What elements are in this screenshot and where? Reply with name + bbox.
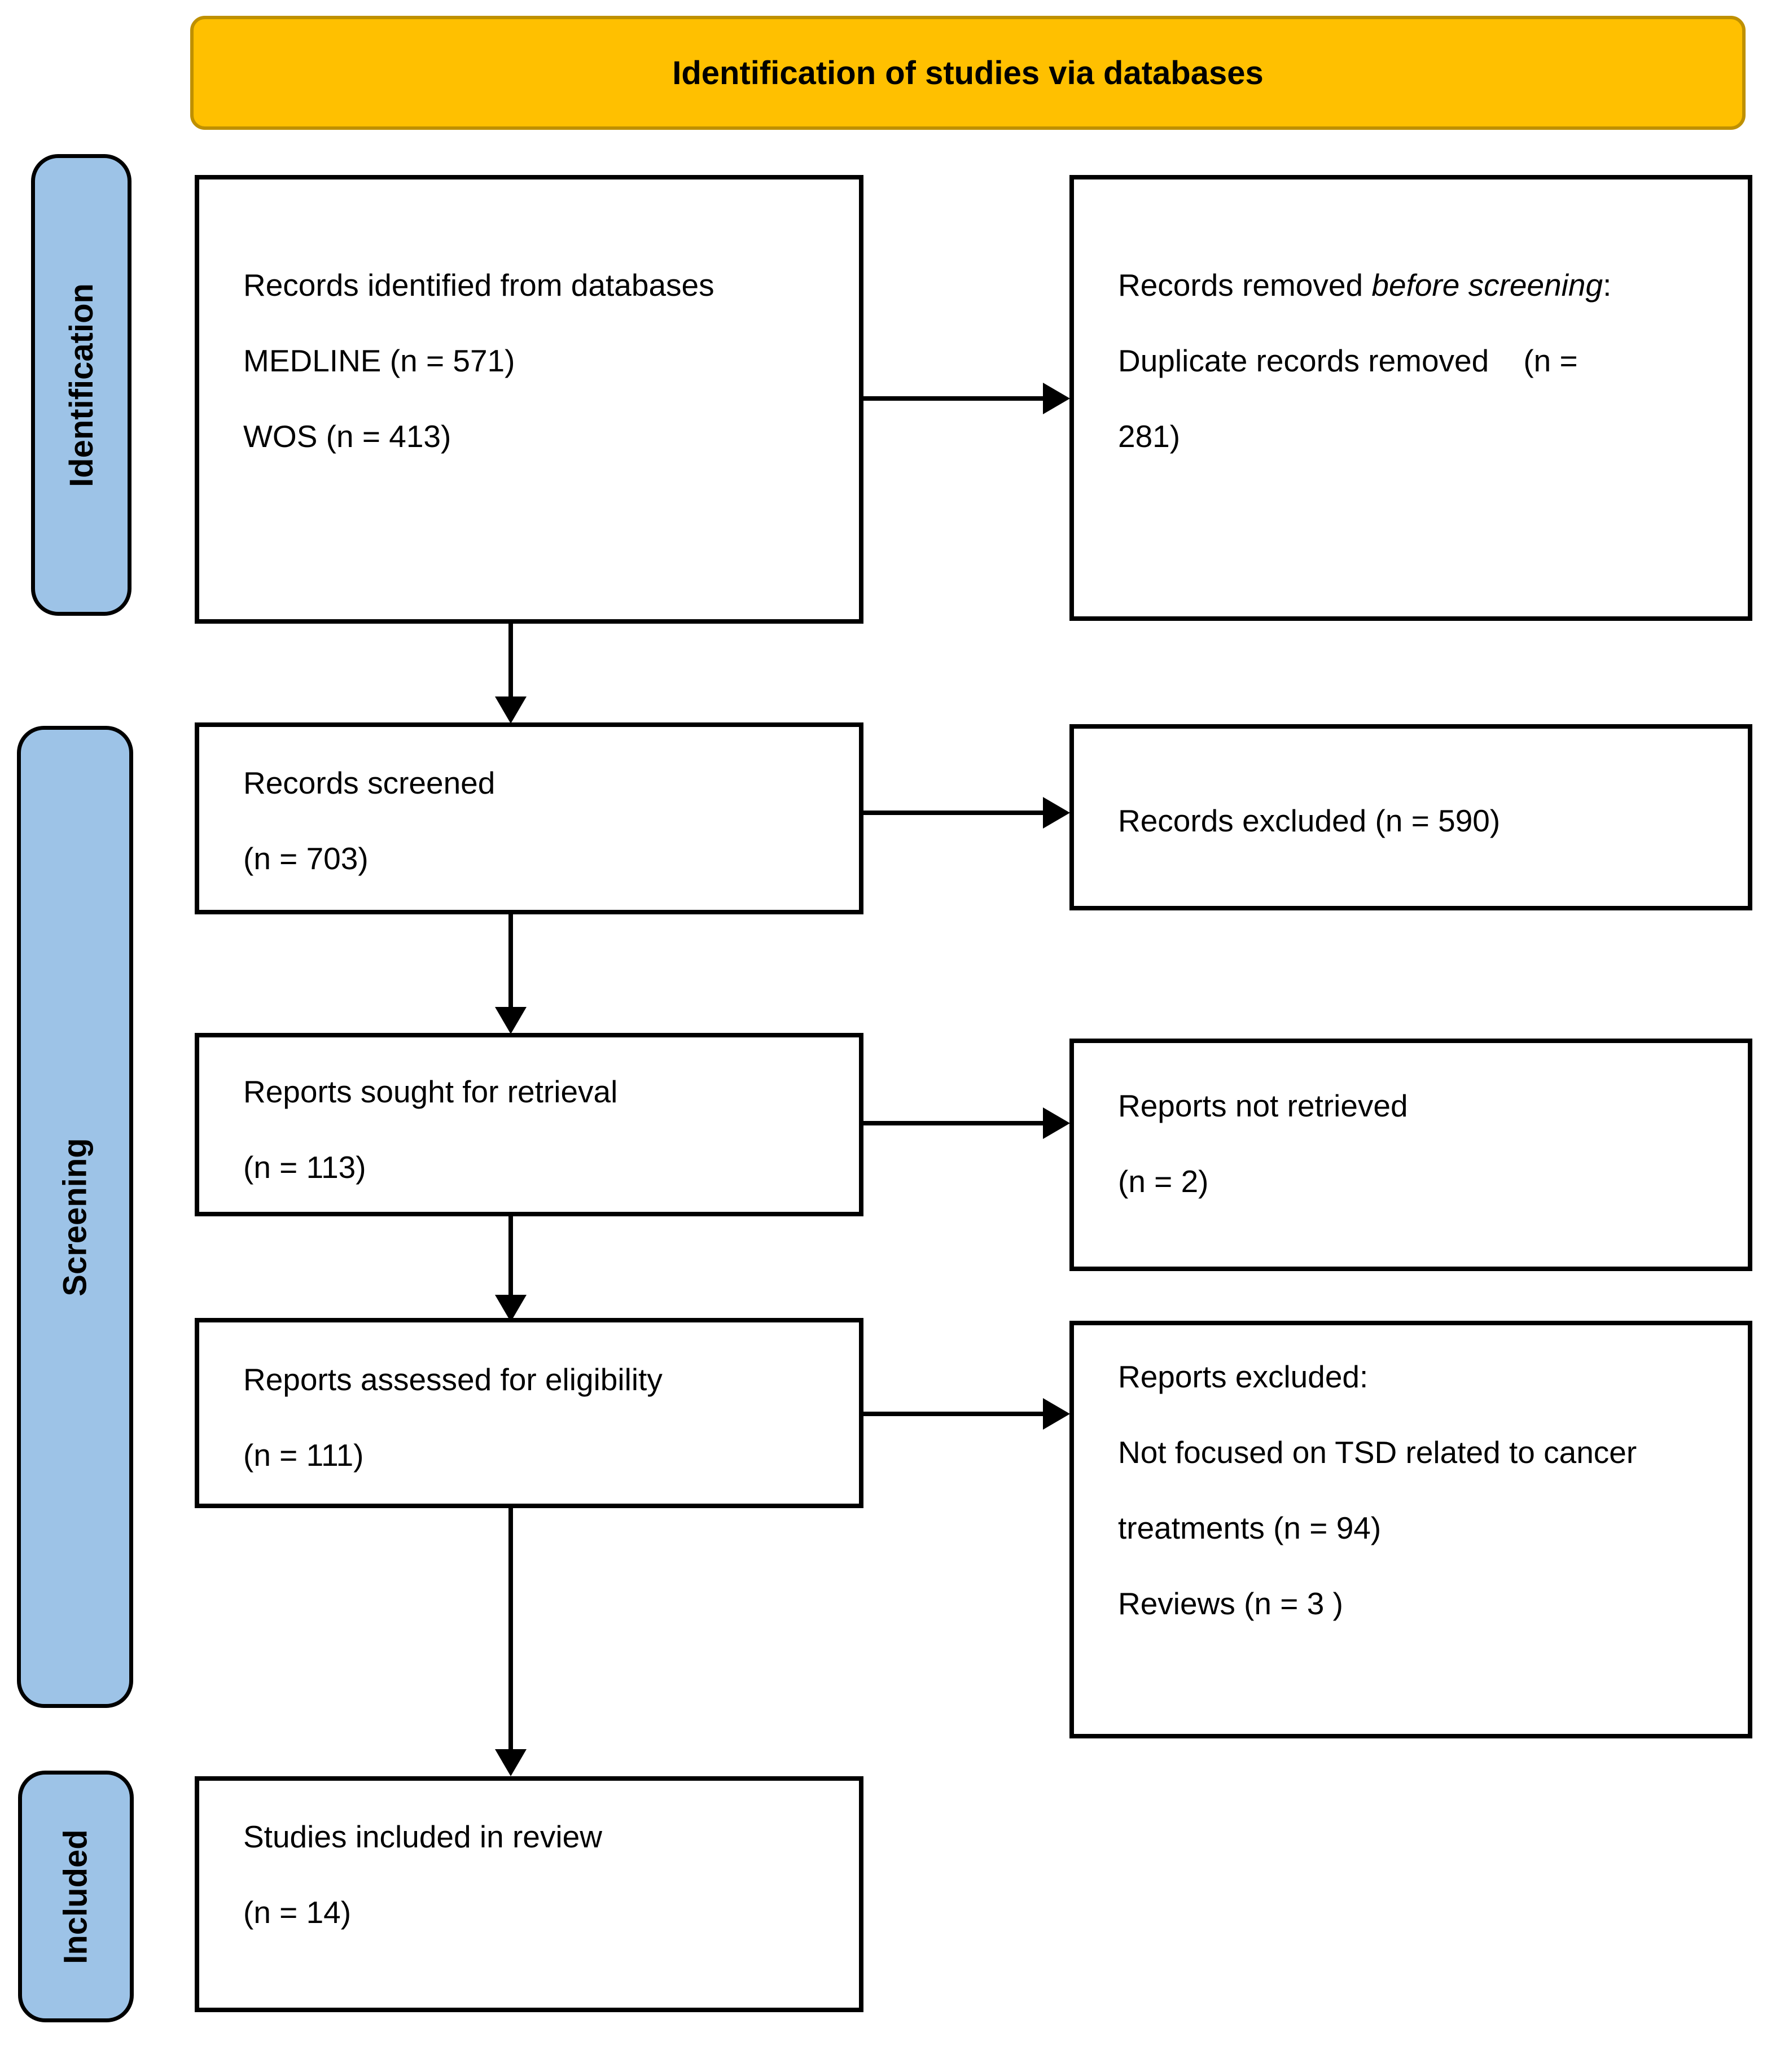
- box-line: (n = 703): [243, 841, 369, 876]
- box-line: (n = 111): [243, 1438, 364, 1473]
- box-reports-not-retrieved: Reports not retrieved (n = 2): [1069, 1039, 1752, 1271]
- stage-label-included: Included: [18, 1771, 134, 2022]
- box-line: (n = 2): [1118, 1164, 1209, 1199]
- arrow-identified-to-screened-line: [508, 624, 513, 698]
- box-line: Reports not retrieved: [1118, 1088, 1408, 1123]
- stage-label-screening-text: Screening: [56, 1137, 94, 1296]
- box-line: 281): [1118, 419, 1181, 454]
- box-line-text: :: [1603, 268, 1612, 303]
- box-line: Reviews (n = 3 ): [1118, 1586, 1343, 1621]
- arrow-identified-to-removed-head: [1043, 383, 1070, 414]
- box-records-identified: Records identified from databases MEDLIN…: [195, 175, 863, 624]
- box-line-text: Records removed: [1118, 268, 1372, 303]
- arrow-assessed-to-reportsexcluded-head: [1043, 1398, 1070, 1430]
- box-records-excluded: Records excluded (n = 590): [1069, 724, 1752, 910]
- box-line: Reports assessed for eligibility: [243, 1362, 663, 1397]
- box-line: Records identified from databases: [243, 268, 714, 303]
- box-line: Reports excluded:: [1118, 1359, 1369, 1394]
- arrow-screened-to-sought-line: [508, 914, 513, 1008]
- arrow-screened-to-sought-head: [495, 1007, 527, 1034]
- arrow-assessed-to-included-head: [495, 1749, 527, 1776]
- box-records-screened: Records screened (n = 703): [195, 722, 863, 914]
- box-line: Studies included in review: [243, 1819, 602, 1854]
- stage-label-identification-text: Identification: [63, 283, 100, 487]
- box-line-italic-text: before screening: [1371, 268, 1603, 303]
- arrow-sought-to-notretrieved-head: [1043, 1107, 1070, 1139]
- box-line: Records removed before screening:: [1074, 247, 1748, 323]
- arrow-screened-to-excluded-head: [1043, 797, 1070, 829]
- box-line: MEDLINE (n = 571): [243, 343, 515, 378]
- arrow-screened-to-excluded-line: [863, 811, 1045, 815]
- stage-label-identification: Identification: [31, 154, 131, 616]
- arrow-identified-to-removed-line: [863, 396, 1045, 401]
- diagram-title-banner: Identification of studies via databases: [190, 16, 1746, 130]
- box-reports-excluded: Reports excluded: Not focused on TSD rel…: [1069, 1321, 1752, 1738]
- box-line: Records excluded (n = 590): [1118, 803, 1501, 838]
- arrow-assessed-to-included-line: [508, 1508, 513, 1750]
- arrow-assessed-to-reportsexcluded-line: [863, 1412, 1045, 1416]
- box-studies-included: Studies included in review (n = 14): [195, 1776, 863, 2012]
- stage-label-included-text: Included: [58, 1829, 94, 1964]
- box-reports-assessed: Reports assessed for eligibility (n = 11…: [195, 1318, 863, 1508]
- box-line: (n = 14): [243, 1895, 352, 1930]
- arrow-sought-to-assessed-head: [495, 1295, 527, 1322]
- box-reports-sought: Reports sought for retrieval (n = 113): [195, 1033, 863, 1216]
- box-line: Not focused on TSD related to cancer: [1118, 1435, 1637, 1470]
- box-line: Records screened: [243, 765, 496, 800]
- box-line: Reports sought for retrieval: [243, 1074, 618, 1109]
- arrow-sought-to-assessed-line: [508, 1216, 513, 1296]
- box-records-removed: Records removed before screening: Duplic…: [1069, 175, 1752, 621]
- box-line: Duplicate records removed (n =: [1118, 343, 1578, 378]
- arrow-sought-to-notretrieved-line: [863, 1121, 1045, 1125]
- diagram-title: Identification of studies via databases: [672, 54, 1264, 91]
- box-line: WOS (n = 413): [243, 419, 451, 454]
- box-line: (n = 113): [243, 1150, 366, 1185]
- stage-label-screening: Screening: [17, 726, 133, 1708]
- box-line: treatments (n = 94): [1118, 1510, 1382, 1545]
- arrow-identified-to-screened-head: [495, 696, 527, 724]
